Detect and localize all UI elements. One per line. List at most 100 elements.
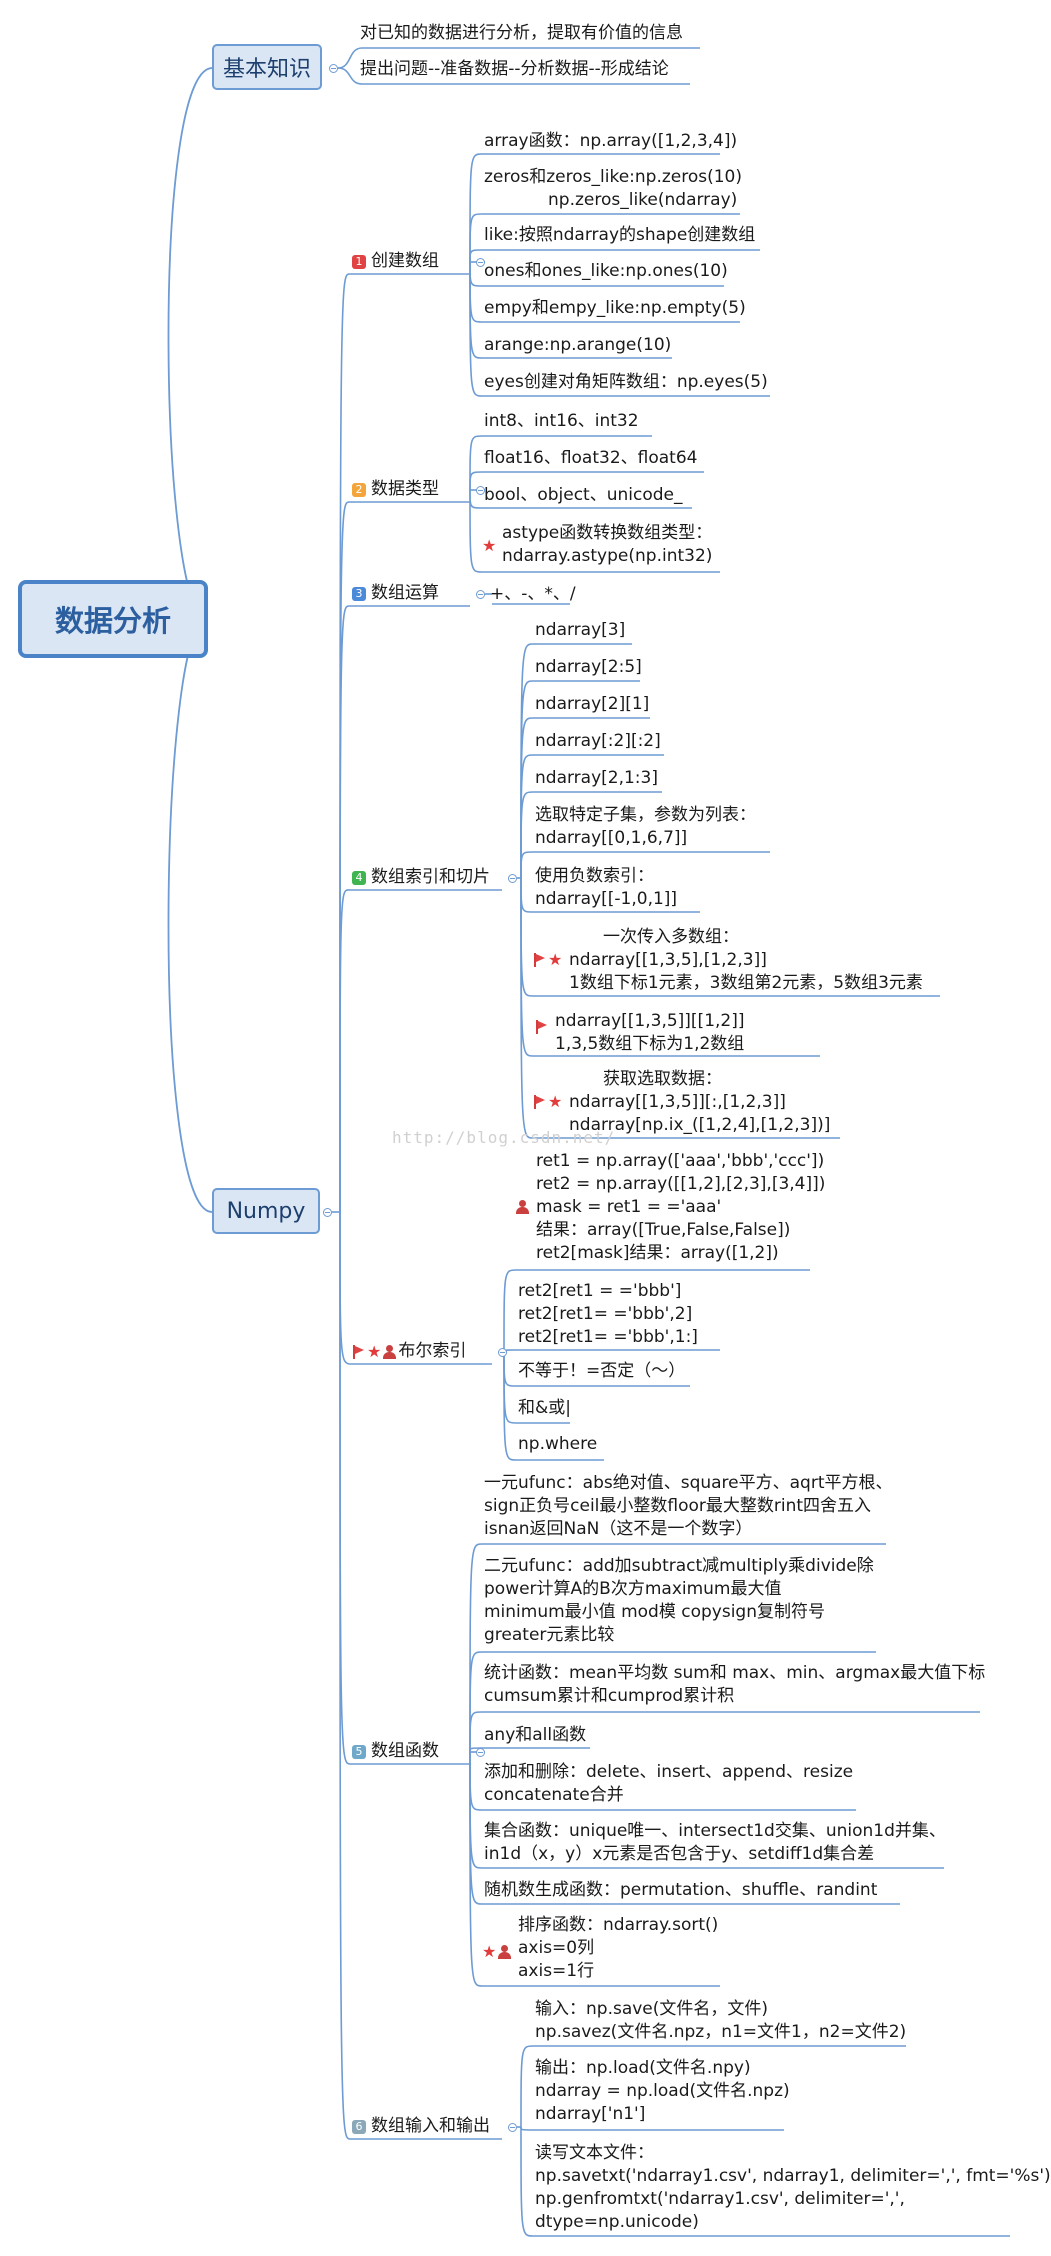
funcs-leaf[interactable]: 集合函数：unique唯一、intersect1d交集、union1d并集、in… [484, 1820, 946, 1866]
index-leaf[interactable]: ndarray[2:5] [535, 656, 642, 679]
leaf-line: arange:np.arange(10) [484, 335, 672, 355]
leaf-line: 添加和删除：delete、insert、append、resize [484, 1762, 854, 1782]
funcs-leaf[interactable]: 一元ufunc：abs绝对值、square平方、aqrt平方根、sign正负号c… [484, 1472, 893, 1541]
create-leaf[interactable]: ones和ones_like:np.ones(10) [484, 260, 728, 283]
bool-leaf[interactable]: ret2[ret1 = ='bbb']ret2[ret1= ='bbb',2]r… [518, 1280, 698, 1349]
types-leaf[interactable]: bool、object、unicode_ [484, 484, 682, 507]
topic-basic-knowledge[interactable]: 基本知识 [212, 44, 322, 90]
bool-leaf[interactable]: ret1 = np.array(['aaa','bbb','ccc']) ret2… [536, 1150, 825, 1265]
collapse-toggle[interactable] [508, 874, 517, 883]
bool-leaf[interactable]: 和&或| [518, 1397, 571, 1420]
io-leaf[interactable]: 输出：np.load(文件名.npy)ndarray = np.load(文件名… [535, 2057, 790, 2126]
person-icon [516, 1200, 529, 1214]
subtopic-label: 数组输入和输出 [371, 2116, 490, 2136]
create-leaf[interactable]: array函数：np.array([1,2,3,4]) [484, 130, 737, 153]
subtopic-bool[interactable]: ★布尔索引 [352, 1340, 466, 1363]
create-leaf[interactable]: eyes创建对角矩阵数组：np.eyes(5) [484, 371, 768, 394]
index-leaf[interactable]: 选取特定子集，参数为列表：ndarray[[0,1,6,7]] [535, 804, 756, 850]
types-leaf[interactable]: float16、float32、float64 [484, 447, 697, 470]
topic-numpy[interactable]: Numpy [212, 1188, 320, 1234]
connector-line [520, 2126, 534, 2131]
star-icon: ★ [548, 950, 563, 969]
connector-line [520, 877, 534, 1139]
leaf-line: cumsum累计和cumprod累计积 [484, 1686, 735, 1706]
index-leaf[interactable]: ndarray[2][1] [535, 693, 649, 716]
subtopic-label: 数组索引和切片 [371, 867, 490, 887]
funcs-leaf[interactable]: any和all函数 [484, 1724, 586, 1747]
io-leaf[interactable]: 输入：np.save(文件名，文件)np.savez(文件名.npz，n1=文件… [535, 1998, 906, 2044]
leaf-line: np.genfromtxt('ndarray1.csv', delimiter=… [535, 2189, 905, 2209]
types-leaf[interactable]: astype函数转换数组类型：ndarray.astype(np.int32) [502, 522, 712, 568]
connector-line [520, 877, 534, 913]
collapse-toggle[interactable] [476, 486, 485, 495]
collapse-toggle[interactable] [476, 258, 485, 267]
connector-line [520, 2126, 534, 2237]
index-leaf[interactable]: 获取选取数据：ndarray[[1,3,5]][:,[1,2,3]]ndarra… [569, 1068, 830, 1137]
leaf-line: ret2[ret1 = ='bbb'] [518, 1281, 682, 1301]
leaf-line: power计算A的B次方maximum最大值 [484, 1579, 782, 1599]
create-leaf[interactable]: arange:np.arange(10) [484, 334, 671, 357]
connector-line [520, 680, 534, 879]
star-icon: ★ [367, 1341, 382, 1361]
create-leaf[interactable]: zeros和zeros_like:np.zeros(10)np.zeros_li… [484, 166, 742, 212]
leaf-line: zeros和zeros_like:np.zeros(10) [484, 167, 743, 187]
collapse-toggle[interactable] [508, 2123, 517, 2132]
collapse-toggle[interactable] [476, 1748, 485, 1757]
basic-leaf[interactable]: 对已知的数据进行分析，提取有价值的信息 [360, 22, 683, 45]
index-leaf[interactable]: ndarray[3] [535, 619, 625, 642]
collapse-toggle[interactable] [498, 1348, 507, 1357]
collapse-toggle[interactable] [323, 1208, 332, 1217]
connector-line [503, 1351, 517, 1461]
connector-line [469, 213, 483, 263]
create-leaf[interactable]: empy和empy_like:np.empty(5) [484, 297, 746, 320]
connector-line [469, 1543, 483, 1753]
create-leaf[interactable]: like:按照ndarray的shape创建数组 [484, 224, 755, 247]
connector-line [520, 643, 534, 879]
index-leaf[interactable]: ndarray[2,1:3] [535, 767, 658, 790]
leaf-line: np.savetxt('ndarray1.csv', ndarray1, del… [535, 2166, 1051, 2186]
index-leaf[interactable]: ndarray[:2][:2] [535, 730, 661, 753]
watermark: http://blog.csdn.net/ [392, 1128, 616, 1147]
star-icon: ★ [482, 1942, 497, 1961]
bool-leaf[interactable]: 不等于！=否定（～） [518, 1360, 685, 1383]
leaf-line: axis=1行 [518, 1961, 595, 1981]
leaf-line: ret2[mask]结果：array([1,2]) [536, 1243, 779, 1263]
index-leaf[interactable]: 使用负数索引：ndarray[[-1,0,1]] [535, 865, 677, 911]
connector-line [503, 1351, 517, 1424]
io-leaf[interactable]: 读写文本文件：np.savetxt('ndarray1.csv', ndarra… [535, 2142, 1051, 2234]
leaf-line: 1,3,5数组下标为1,2数组 [555, 1034, 745, 1054]
person-icon [383, 1344, 397, 1359]
ops-leaf[interactable]: +、-、*、/ [490, 583, 576, 606]
index-leaf[interactable]: ndarray[[1,3,5]][[1,2]]1,3,5数组下标为1,2数组 [555, 1010, 745, 1056]
types-leaf[interactable]: int8、int16、int32 [484, 410, 639, 433]
collapse-toggle[interactable] [476, 590, 485, 599]
connector-line [469, 471, 483, 491]
funcs-leaf[interactable]: 随机数生成函数：permutation、shuffle、randint [484, 1879, 877, 1902]
collapse-toggle[interactable] [329, 64, 338, 73]
basic-leaf[interactable]: 提出问题--准备数据--分析数据--形成结论 [360, 58, 669, 81]
bool-leaf[interactable]: np.where [518, 1433, 597, 1456]
subtopic-label: 数组运算 [371, 583, 439, 603]
marker-icons: ★ [533, 952, 564, 968]
marker-icons [535, 1020, 550, 1034]
connector-line [167, 67, 213, 619]
index-leaf[interactable]: 一次传入多数组：ndarray[[1,3,5],[1,2,3]]1数组下标1元素… [569, 926, 923, 995]
leaf-line: ret1 = np.array(['aaa','bbb','ccc']) [536, 1151, 825, 1171]
leaf-line: greater元素比较 [484, 1625, 615, 1645]
leaf-line: 提出问题--准备数据--分析数据--形成结论 [360, 59, 669, 79]
leaf-line: ret2[ret1= ='bbb',1:] [518, 1327, 698, 1347]
leaf-line: 和&或| [518, 1398, 571, 1418]
leaf-line: np.where [518, 1434, 598, 1454]
root-node[interactable]: 数据分析 [18, 580, 208, 658]
connector-line [339, 889, 351, 1213]
